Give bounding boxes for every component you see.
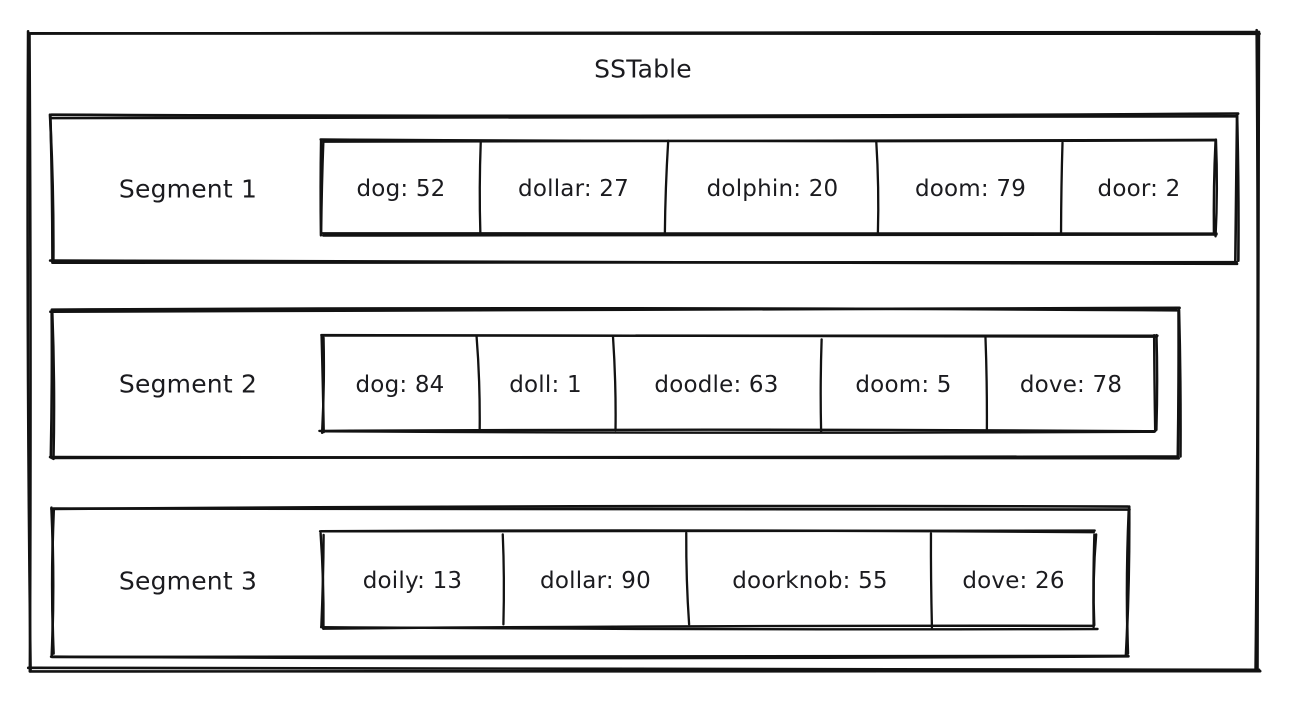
entry-3-2: dollar: 90 [540,568,651,594]
entry-2-2: doll: 1 [509,372,582,398]
segment-label-3: Segment 3 [118,566,258,596]
diagram-title: SSTable [594,54,692,84]
entry-2-4: doom: 5 [855,372,952,398]
entry-3-4: dove: 26 [962,568,1065,594]
entry-2-5: dove: 78 [1019,372,1123,398]
entry-1-3: dolphin: 20 [706,176,839,202]
entry-1-2: dollar: 27 [518,176,629,202]
entry-1-5: door: 2 [1097,176,1181,202]
entry-1-1: dog: 52 [356,176,446,202]
segment-label-1: Segment 1 [118,174,258,204]
segment-label-2: Segment 2 [118,369,258,399]
entry-3-1: doily: 13 [362,568,463,594]
entry-1-4: doom: 79 [914,176,1027,202]
entry-3-3: doorknob: 55 [732,568,888,594]
entry-2-3: doodle: 63 [654,372,779,398]
entry-2-1: dog: 84 [355,372,445,398]
